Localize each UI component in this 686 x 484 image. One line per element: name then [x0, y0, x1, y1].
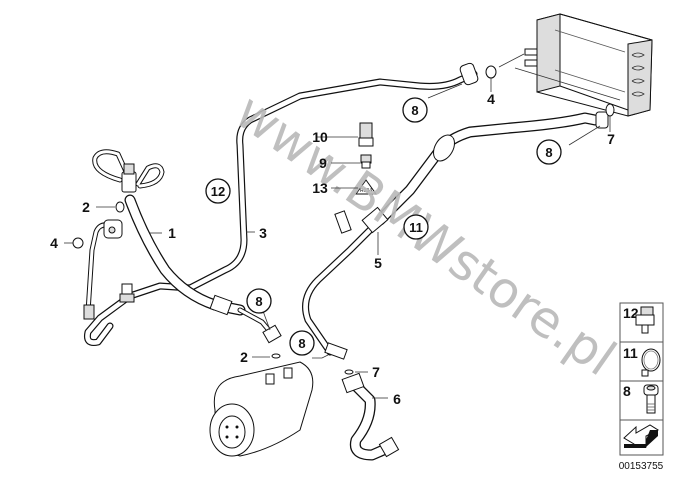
- legend-item-direction-arrow: [623, 424, 660, 448]
- callout-13: 13: [312, 180, 328, 196]
- pipe-3[interactable]: [84, 62, 479, 346]
- o-ring-7a[interactable]: [605, 103, 615, 117]
- callout-6: 6: [393, 391, 401, 407]
- callout-4a: 4: [50, 235, 58, 251]
- svg-text:12: 12: [211, 184, 225, 199]
- svg-text:8: 8: [411, 103, 418, 118]
- callout-2a: 2: [82, 199, 90, 215]
- callout-9: 9: [319, 155, 327, 171]
- hose-clamp-icon: [641, 348, 661, 377]
- hose-6[interactable]: [341, 372, 400, 461]
- hose-5[interactable]: [302, 111, 609, 360]
- o-ring-2a[interactable]: [115, 201, 125, 213]
- callout-7a: 7: [607, 131, 615, 147]
- callout-8d: 8: [289, 330, 315, 356]
- callout-4b: 4: [487, 91, 495, 107]
- pressure-fitting[interactable]: [119, 283, 135, 303]
- o-ring-4b[interactable]: [485, 65, 497, 79]
- o-ring-4a[interactable]: [72, 237, 84, 249]
- direction-arrow-icon: [623, 424, 660, 448]
- evaporator[interactable]: [498, 13, 653, 117]
- bolt-icon: [643, 384, 659, 414]
- callout-11: 11: [403, 214, 429, 240]
- valve-core-9[interactable]: [360, 154, 372, 169]
- svg-text:11: 11: [409, 220, 423, 235]
- callout-12: 12: [205, 178, 231, 204]
- callout-2b: 2: [240, 349, 248, 365]
- svg-text:8: 8: [545, 145, 552, 160]
- o-ring-7b[interactable]: [344, 369, 354, 375]
- compressor[interactable]: [209, 361, 314, 457]
- clip-icon: [635, 306, 655, 334]
- callout-8b: 8: [536, 139, 562, 165]
- callout-7b: 7: [372, 364, 380, 380]
- svg-text:12: 12: [623, 305, 639, 321]
- svg-text:11: 11: [623, 345, 638, 361]
- leader-lines: [64, 78, 611, 399]
- svg-text:R134: R134: [360, 188, 372, 194]
- service-valve-10[interactable]: [358, 122, 374, 147]
- legend-item-hose-clamp[interactable]: 11: [623, 345, 661, 377]
- warning-label-13[interactable]: R134: [355, 179, 377, 195]
- line-left[interactable]: [83, 219, 123, 320]
- callout-5: 5: [374, 255, 382, 271]
- svg-text:8: 8: [255, 294, 262, 309]
- hose-1[interactable]: [92, 149, 282, 344]
- o-ring-2b[interactable]: [271, 353, 281, 359]
- callout-3: 3: [259, 225, 267, 241]
- document-number: 00153755: [619, 461, 664, 472]
- callout-1: 1: [168, 225, 176, 241]
- legend-item-bolt[interactable]: 8: [623, 383, 659, 414]
- legend-box: 12 11 8: [619, 302, 664, 456]
- svg-text:8: 8: [623, 383, 631, 399]
- legend-item-clip[interactable]: 12: [623, 305, 655, 334]
- svg-text:8: 8: [298, 336, 305, 351]
- callout-10: 10: [312, 129, 328, 145]
- callout-8a: 8: [402, 97, 428, 123]
- callout-8c: 8: [246, 288, 272, 314]
